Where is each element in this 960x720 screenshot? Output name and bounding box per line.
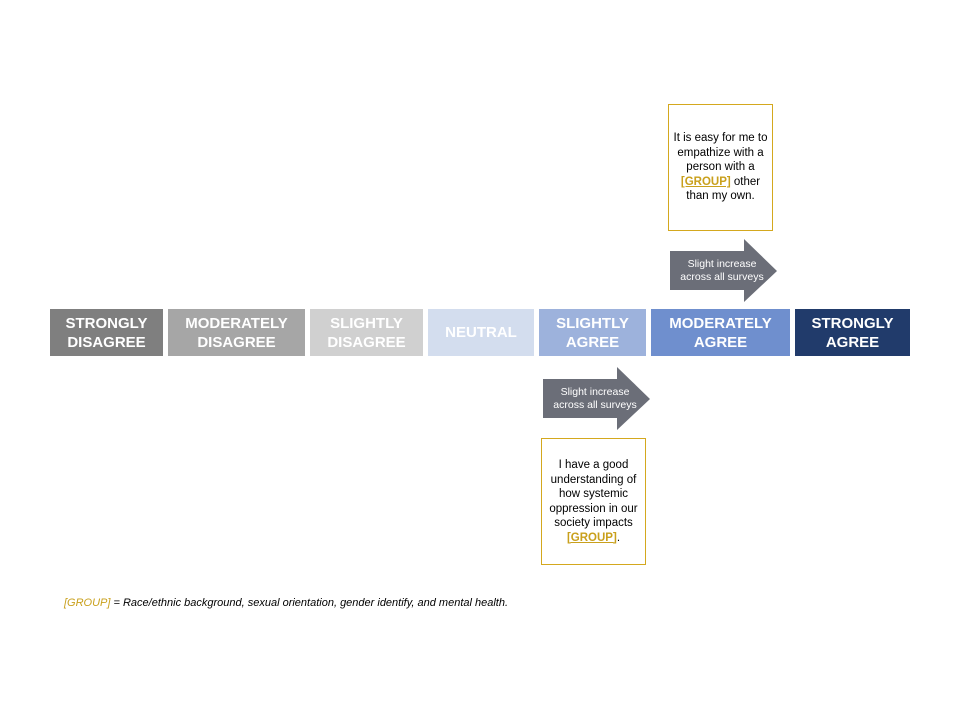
scale-label: STRONGLY AGREE bbox=[811, 314, 894, 351]
arrow-text-line2: across all surveys bbox=[553, 399, 637, 411]
callout-oppression: I have a good understanding of how syste… bbox=[541, 438, 646, 565]
scale-label: SLIGHTLY AGREE bbox=[556, 314, 629, 351]
scale-label: MODERATELY AGREE bbox=[669, 314, 772, 351]
arrow-increase-bottom: Slight increase across all surveys bbox=[543, 367, 651, 431]
scale-label: STRONGLY DISAGREE bbox=[65, 314, 148, 351]
scale-strongly-disagree: STRONGLY DISAGREE bbox=[50, 309, 163, 356]
scale-slightly-disagree: SLIGHTLY DISAGREE bbox=[310, 309, 423, 356]
footnote-text: = Race/ethnic background, sexual orienta… bbox=[110, 597, 509, 609]
arrow-text-line2: across all surveys bbox=[680, 271, 764, 283]
footnote: [GROUP] = Race/ethnic background, sexual… bbox=[64, 597, 508, 609]
scale-strongly-agree: STRONGLY AGREE bbox=[795, 309, 910, 356]
scale-moderately-disagree: MODERATELY DISAGREE bbox=[168, 309, 305, 356]
right-arrow-icon bbox=[670, 239, 777, 302]
arrow-increase-top: Slight increase across all surveys bbox=[670, 239, 778, 303]
callout-text: It is easy for me to empathize with a pe… bbox=[673, 132, 768, 203]
group-tag: [GROUP] bbox=[566, 531, 617, 544]
scale-label: NEUTRAL bbox=[445, 324, 517, 341]
right-arrow-icon bbox=[543, 367, 650, 430]
arrow-text-line1: Slight increase bbox=[560, 386, 630, 398]
scale-moderately-agree: MODERATELY AGREE bbox=[651, 309, 790, 356]
scale-slightly-agree: SLIGHTLY AGREE bbox=[539, 309, 646, 356]
arrow-text-line1: Slight increase bbox=[687, 258, 757, 270]
callout-empathize: It is easy for me to empathize with a pe… bbox=[668, 104, 773, 231]
scale-label: MODERATELY DISAGREE bbox=[185, 314, 288, 351]
scale-label: SLIGHTLY DISAGREE bbox=[327, 314, 406, 351]
footnote-group-tag: [GROUP] bbox=[64, 597, 111, 609]
group-tag: [GROUP] bbox=[680, 175, 731, 188]
callout-text: I have a good understanding of how syste… bbox=[549, 459, 638, 544]
scale-neutral: NEUTRAL bbox=[428, 309, 534, 356]
